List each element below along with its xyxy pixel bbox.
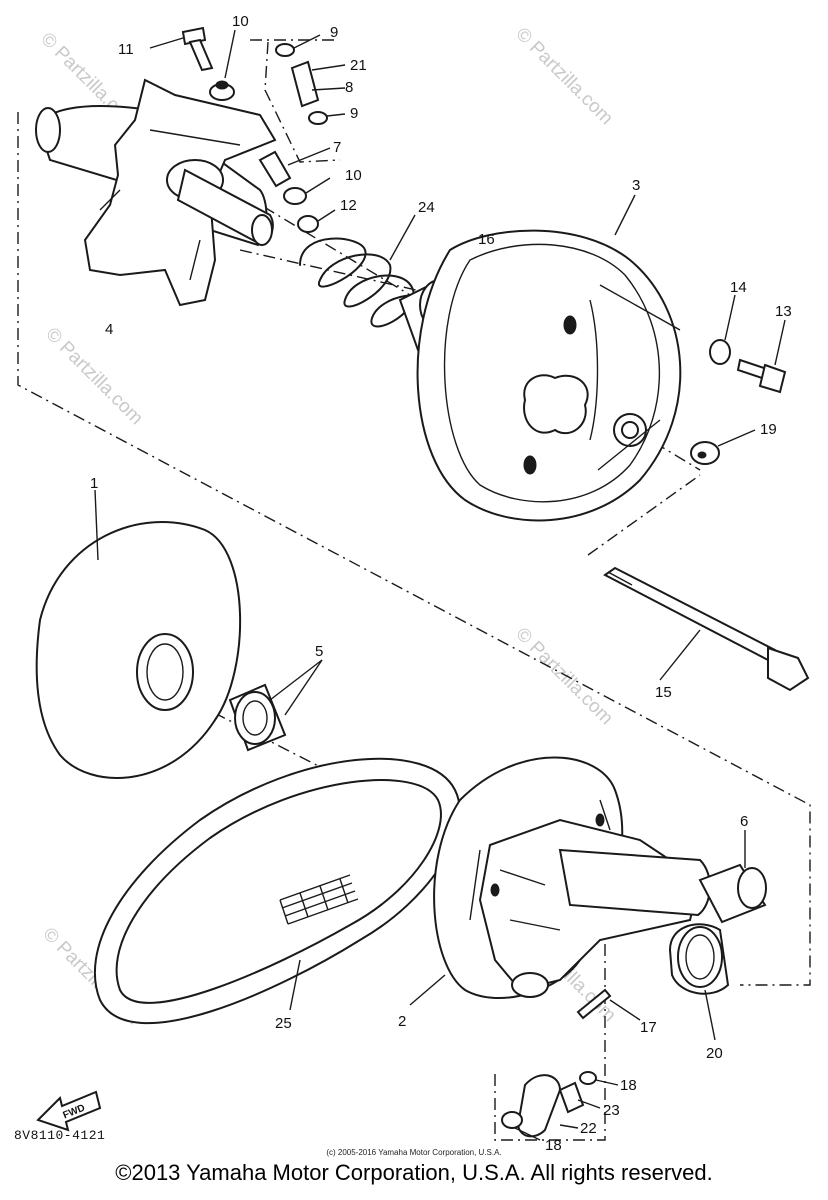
label-part-13: 13 [775,303,792,320]
label-part-11: 11 [118,41,134,58]
label-part-21: 21 [350,57,367,74]
label-part-22: 22 [580,1120,597,1137]
label-part-18-right: 18 [620,1077,637,1094]
part-6-collar [698,830,767,924]
part-7-pin [258,147,331,188]
label-part-15: 15 [655,684,672,701]
part-11-bolt [149,26,214,72]
small-copyright: (c) 2005-2016 Yamaha Motor Corporation, … [326,1148,502,1157]
part-5-bushings [228,659,323,752]
label-part-8: 8 [345,79,353,96]
part-24-spring [299,214,439,328]
label-part-18-left: 18 [545,1137,562,1154]
label-part-5: 5 [315,643,323,660]
label-part-9-top: 9 [330,24,338,41]
label-part-10-bottom: 10 [345,167,362,184]
watermark: © Partzilla.com [511,24,616,129]
label-part-24: 24 [418,199,435,216]
parts-9-21-8 [275,34,346,125]
label-part-9-bottom: 9 [350,105,358,122]
part-13-bolt [736,319,787,394]
part-20-bushing [668,923,730,1041]
part-1-disc [35,489,242,779]
label-part-23: 23 [603,1102,620,1119]
part-2-sheave-assembly [409,756,711,1006]
part-14-washer [709,294,736,365]
watermark: © Partzilla.com [41,324,146,429]
part-17-pin [576,988,641,1021]
footer-copyright: ©2013 Yamaha Motor Corporation, U.S.A. A… [115,1160,713,1185]
label-part-3: 3 [632,177,640,194]
label-part-7: 7 [333,139,341,156]
part-10-12-washers [283,177,336,233]
label-part-10-top: 10 [232,13,249,30]
label-part-19: 19 [760,421,777,438]
parts-18-22-23 [501,1071,619,1141]
diagram-code: 8V8110-4121 [14,1128,106,1143]
part-number-labels: 11 10 9 21 8 9 7 10 12 24 16 3 4 14 13 1… [90,13,792,1154]
label-part-6: 6 [740,813,748,830]
part-15-long-bolt [603,566,810,692]
label-part-4: 4 [105,321,113,338]
watermark: © Partzilla.com [511,624,616,729]
part-4-fixed-sheave [35,78,277,307]
label-part-16: 16 [478,231,495,248]
part-10-nut [209,29,236,101]
label-part-1: 1 [90,475,98,492]
part-25-belt [93,757,461,1025]
part-3-movable-sheave [416,194,682,522]
label-part-17: 17 [640,1019,657,1036]
label-part-25: 25 [275,1015,292,1032]
label-part-14: 14 [730,279,747,296]
label-part-12: 12 [340,197,357,214]
label-part-2: 2 [398,1013,406,1030]
part-19-washer [690,429,756,465]
label-part-20: 20 [706,1045,723,1062]
fwd-arrow-icon: FWD [36,1090,102,1132]
belt-cogs [279,874,359,925]
